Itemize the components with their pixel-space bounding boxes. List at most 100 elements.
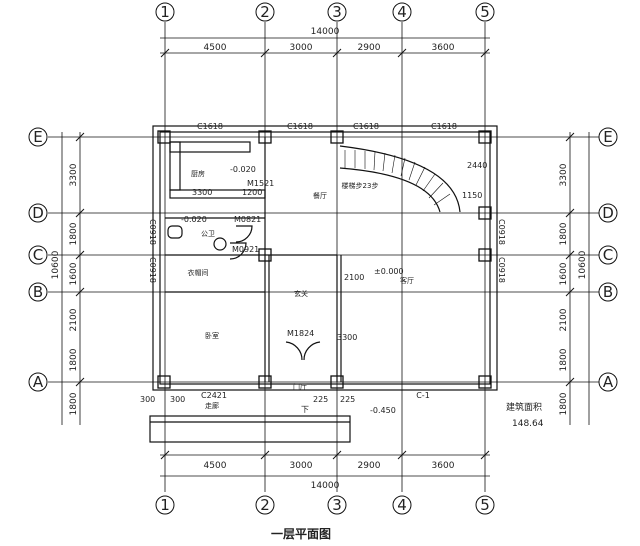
window-top-1: C1618 <box>197 122 223 131</box>
dim-2440: 2440 <box>467 161 487 170</box>
axis-bubble-e-right <box>598 127 618 147</box>
axis-label-3: 3 <box>332 3 342 21</box>
axis-label-5-bottom: 5 <box>480 496 490 514</box>
axis-label-e: E <box>33 128 42 146</box>
dim-bottom-seg-1: 4500 <box>204 461 227 471</box>
level-bath: -0.020 <box>181 215 207 224</box>
dim-right-seg-4: 2100 <box>559 308 569 331</box>
axis-label-b: B <box>33 283 43 301</box>
axis-label-1: 1 <box>160 3 170 21</box>
door-m1521: M1521 <box>247 179 274 188</box>
dim-225-a: 225 <box>313 395 328 404</box>
dim-3300b: 3300 <box>337 333 357 342</box>
room-stair: 楼梯步23步 <box>342 181 379 190</box>
dim-right-seg-3: 1600 <box>559 262 569 285</box>
window-left-2: C0918 <box>148 257 157 283</box>
axis-bubble-3-bottom <box>327 495 347 515</box>
dim-right-seg-5: 1800 <box>559 348 569 371</box>
dim-300-b: 300 <box>170 395 185 404</box>
dim-top-seg-2: 3000 <box>290 43 313 53</box>
room-living: 客厅 <box>400 276 414 285</box>
dim-left-extra: 1800 <box>69 392 79 415</box>
axis-bubble-a <box>28 372 48 392</box>
axis-bubble-b <box>28 282 48 302</box>
window-top-4: C1618 <box>431 122 457 131</box>
axis-bubble-1-bottom <box>155 495 175 515</box>
window-top-2: C1618 <box>287 122 313 131</box>
dim-left-seg-3: 1600 <box>69 262 79 285</box>
dim-3300: 3300 <box>192 188 212 197</box>
axis-bubble-1 <box>155 2 175 22</box>
dim-top-seg-4: 3600 <box>432 43 455 53</box>
room-entry: 门厅 <box>293 382 307 391</box>
axis-bubble-e <box>28 127 48 147</box>
dim-1200: 1200 <box>242 188 262 197</box>
door-m1824: M1824 <box>287 329 314 338</box>
plan-title: 一层平面图 <box>271 527 331 541</box>
axis-label-b-right: B <box>603 283 613 301</box>
axis-label-3-bottom: 3 <box>332 496 342 514</box>
dim-1150: 1150 <box>462 191 482 200</box>
room-kitchen: 厨房 <box>191 169 205 178</box>
axis-bubble-c <box>28 245 48 265</box>
door-m0921: M0921 <box>232 245 259 254</box>
window-bottom-1: C2421 <box>201 391 227 400</box>
dim-left-total: 10600 <box>51 250 61 279</box>
dim-right-extra: 1800 <box>559 392 569 415</box>
window-right-2: C0918 <box>497 257 506 283</box>
dim-left-seg-5: 1800 <box>69 348 79 371</box>
axis-label-2-bottom: 2 <box>260 496 270 514</box>
window-bottom-2: C-1 <box>416 391 430 400</box>
axis-label-e-right: E <box>603 128 612 146</box>
dim-2100: 2100 <box>344 273 364 282</box>
dim-left-seg-1: 3300 <box>69 163 79 186</box>
window-top-3: C1618 <box>353 122 379 131</box>
axis-bubble-c-right <box>598 245 618 265</box>
dim-bottom-seg-2: 3000 <box>290 461 313 471</box>
axis-bubble-d <box>28 203 48 223</box>
window-right-1: C0918 <box>497 219 506 245</box>
dim-top-total: 14000 <box>311 27 340 37</box>
axis-bubble-4-bottom <box>392 495 412 515</box>
room-hall: 玄关 <box>294 289 308 298</box>
axis-bubble-a-right <box>598 372 618 392</box>
axis-bubble-d-right <box>598 203 618 223</box>
window-left-1: C0918 <box>148 219 157 245</box>
dim-top-seg-3: 2900 <box>358 43 381 53</box>
axis-bubble-2 <box>255 2 275 22</box>
room-dining: 餐厅 <box>313 191 327 200</box>
dim-right-seg-1: 3300 <box>559 163 569 186</box>
area-value: 148.64 <box>512 419 544 429</box>
room-porch: 走廊 <box>205 401 219 410</box>
down-label: 下 <box>301 405 309 414</box>
level-living: ±0.000 <box>374 267 404 276</box>
dim-left-seg-2: 1800 <box>69 222 79 245</box>
dim-300-a: 300 <box>140 395 155 404</box>
axis-label-d-right: D <box>602 204 614 222</box>
room-bathroom: 公卫 <box>201 230 215 238</box>
dim-top-seg-1: 4500 <box>204 43 227 53</box>
axis-label-4-bottom: 4 <box>397 496 407 514</box>
axis-label-5: 5 <box>480 3 490 21</box>
axis-label-a: A <box>33 373 44 391</box>
axis-bubble-b-right <box>598 282 618 302</box>
axis-label-a-right: A <box>603 373 614 391</box>
level-outdoor: -0.450 <box>370 406 396 415</box>
axis-bubble-3 <box>327 2 347 22</box>
room-bedroom: 卧室 <box>205 331 219 340</box>
axis-label-c-right: C <box>603 246 613 264</box>
axis-label-4: 4 <box>397 3 407 21</box>
axis-label-2: 2 <box>260 3 270 21</box>
dim-bottom-seg-4: 3600 <box>432 461 455 471</box>
area-label: 建筑面积 <box>506 401 542 413</box>
axis-label-1-bottom: 1 <box>160 496 170 514</box>
room-cloakroom: 衣帽间 <box>188 268 209 277</box>
dim-bottom-seg-3: 2900 <box>358 461 381 471</box>
dim-right-total: 10600 <box>578 250 588 279</box>
level-kitchen: -0.020 <box>230 165 256 174</box>
door-m0821: M0821 <box>234 215 261 224</box>
axis-bubble-5-bottom <box>475 495 495 515</box>
dim-bottom-total: 14000 <box>311 481 340 491</box>
axis-label-c: C <box>33 246 43 264</box>
dim-225-b: 225 <box>340 395 355 404</box>
